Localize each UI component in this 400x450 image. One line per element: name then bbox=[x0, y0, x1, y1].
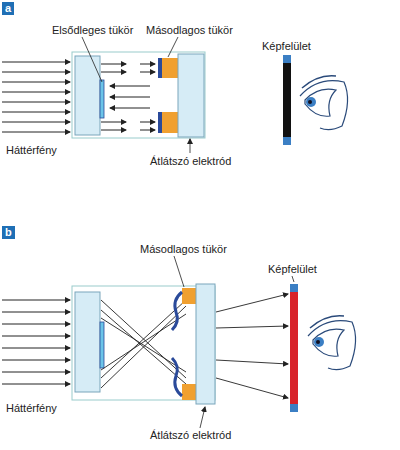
part-label: Másodlagos tükör bbox=[146, 24, 233, 37]
panel-badge: b bbox=[2, 226, 15, 239]
part-label: Háttérfény bbox=[6, 144, 57, 157]
part-label: Átlátszó elektród bbox=[150, 155, 231, 168]
panel-badge: a bbox=[2, 2, 14, 15]
part-label: Képfelület bbox=[262, 40, 311, 53]
panel-letter: b bbox=[5, 226, 12, 239]
part-label: Képfelület bbox=[268, 263, 317, 276]
part-label: Elsődleges tükör bbox=[52, 24, 133, 37]
part-label: Háttérfény bbox=[6, 402, 57, 415]
part-label: Másodlagos tükör bbox=[140, 243, 227, 256]
panel-letter: a bbox=[5, 2, 11, 15]
part-label: Átlátszó elektród bbox=[150, 429, 231, 442]
